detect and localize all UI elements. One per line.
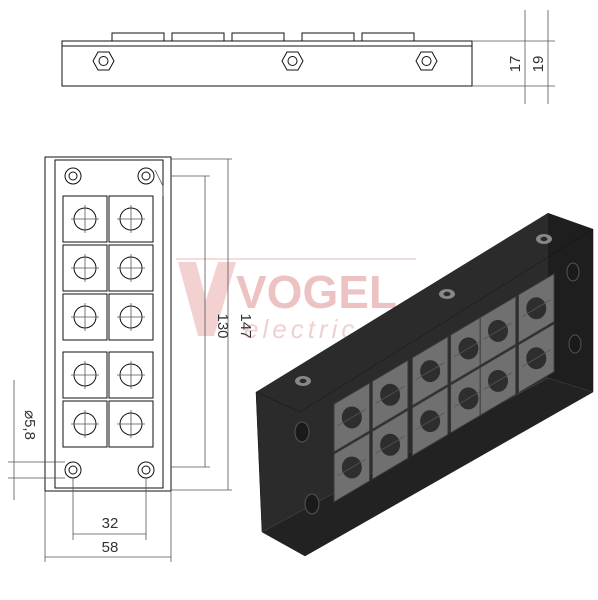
render-grommet-cell bbox=[333, 382, 371, 453]
render-nut bbox=[536, 234, 552, 244]
dim-length-inner: 130 bbox=[214, 313, 231, 338]
render-side-face bbox=[548, 213, 593, 392]
render-nut bbox=[439, 289, 455, 299]
corner-bolt bbox=[137, 167, 155, 185]
render-grommet-cell bbox=[411, 335, 449, 407]
grommet-cell bbox=[108, 400, 154, 448]
front-view: 130 147 ⌀5,8 32 58 bbox=[8, 156, 254, 562]
grommet-cell bbox=[62, 195, 108, 243]
render-grommet-cell bbox=[517, 272, 555, 344]
grommet-cell bbox=[108, 195, 154, 243]
vogel-watermark-logo: VOGEL electric bbox=[176, 258, 416, 344]
render-grommet-cell bbox=[371, 409, 409, 481]
side-view-nut bbox=[92, 51, 115, 71]
dim-hole-diameter: ⌀5,8 bbox=[21, 410, 38, 440]
render-grommet-cell bbox=[371, 359, 409, 431]
render-grommet-cell bbox=[411, 385, 449, 457]
side-view-nut bbox=[281, 51, 304, 71]
grommet-grid bbox=[62, 169, 164, 448]
render-grommet-grid bbox=[333, 272, 555, 503]
dim-length-outer: 147 bbox=[237, 313, 254, 338]
render-mount-hole bbox=[294, 421, 310, 443]
corner-bolt bbox=[64, 167, 82, 185]
grommet-cell bbox=[62, 244, 108, 292]
watermark-brand: VOGEL bbox=[236, 266, 397, 318]
render-grommet-cell bbox=[450, 312, 487, 384]
grommet-cell bbox=[108, 293, 154, 341]
render-nut bbox=[295, 376, 311, 386]
dim-height-outer: 19 bbox=[530, 56, 547, 73]
render-grommet-cell bbox=[517, 322, 555, 394]
render-grommet-cell bbox=[479, 295, 517, 367]
dim-width-inner: 32 bbox=[102, 515, 119, 532]
grommet-cell bbox=[62, 293, 108, 341]
side-view-nut bbox=[415, 51, 438, 71]
render-grommet-cell bbox=[479, 345, 517, 417]
render-grommet-cell bbox=[450, 362, 487, 434]
render-mount-hole bbox=[304, 493, 320, 515]
dim-width-outer: 58 bbox=[102, 539, 119, 556]
grommet-cell bbox=[62, 400, 108, 448]
grommet-cell bbox=[108, 244, 154, 292]
render-mount-hole bbox=[568, 334, 582, 354]
grommet-cell bbox=[62, 351, 108, 399]
side-view: 17 19 bbox=[61, 10, 555, 104]
grommet-cell bbox=[108, 351, 154, 399]
watermark-sub: electric bbox=[244, 314, 358, 344]
render-mount-hole bbox=[566, 262, 580, 282]
product-render bbox=[255, 213, 594, 557]
dim-height-inner: 17 bbox=[507, 56, 524, 73]
render-grommet-cell bbox=[333, 432, 371, 503]
corner-bolt bbox=[137, 461, 155, 479]
corner-bolt bbox=[64, 461, 82, 479]
